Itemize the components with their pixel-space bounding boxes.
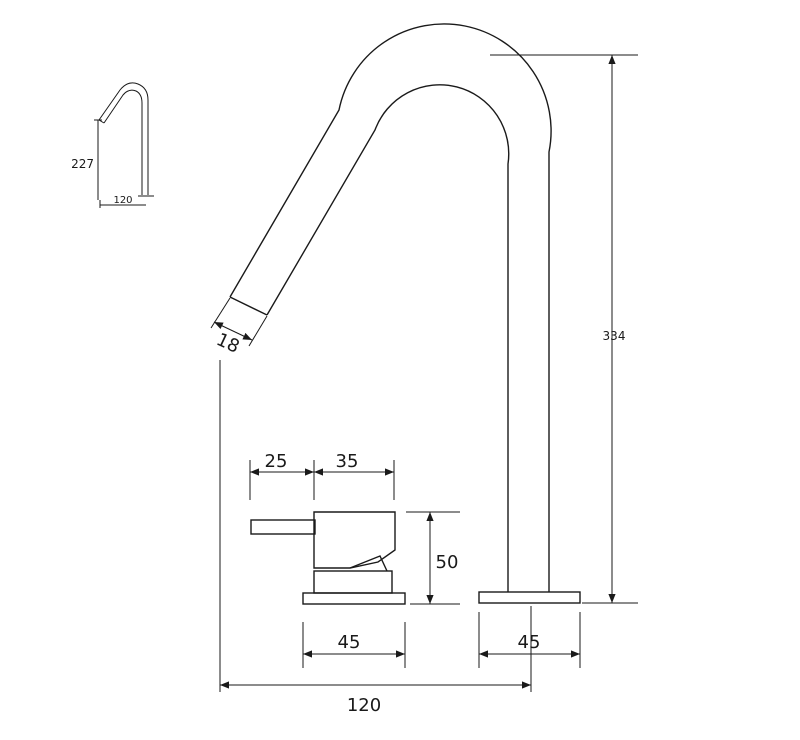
- thumbnail-height-label: 227: [71, 157, 94, 171]
- thumbnail-spout-outline: [98, 82, 149, 195]
- outlet-dimension: [213, 321, 253, 341]
- spout-height-label: 334: [603, 329, 626, 343]
- spout-outer-profile: [229, 23, 552, 592]
- outlet-extension-left: [210, 297, 231, 329]
- spout-base-label: 45: [518, 632, 541, 653]
- handle-view: 25 35 50 45: [249, 451, 460, 668]
- handle-collar: [313, 570, 393, 594]
- lever-offset-label: 25: [265, 451, 288, 472]
- overall-dimension: 120: [219, 360, 532, 716]
- thumbnail-spout-inner: [103, 89, 143, 195]
- spout-view: 334 18 45: [210, 23, 638, 668]
- handle-height-label: 50: [436, 552, 459, 573]
- handle-base-label: 45: [338, 632, 361, 653]
- spout-base-plate: [478, 591, 581, 604]
- thumbnail-view: 227 120: [71, 82, 154, 208]
- body-depth-label: 35: [336, 451, 359, 472]
- outlet-extension-right: [248, 315, 268, 347]
- spout-inner-profile: [266, 84, 510, 592]
- handle-body: [313, 511, 396, 569]
- handle-lever: [250, 519, 316, 535]
- spout-outlet-face: [229, 296, 268, 316]
- thumbnail-reach-label: 120: [113, 195, 132, 206]
- handle-base-plate: [302, 592, 406, 605]
- overall-centres-label: 120: [347, 695, 381, 716]
- handle-body-chamfer: [349, 555, 388, 572]
